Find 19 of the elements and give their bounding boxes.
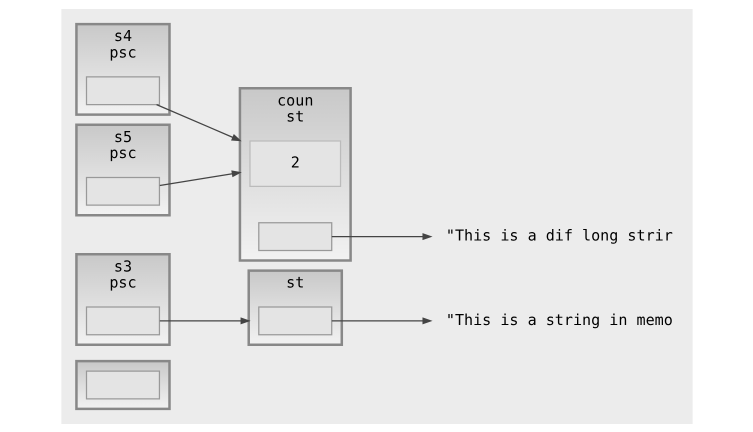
cluster: s4 psc [74,22,170,116]
cluster: st [246,268,343,346]
node-box [258,222,332,251]
node-box: 2 [248,140,341,186]
cluster: s3 psc [74,252,170,346]
node-text: "This is a string in memo [445,310,672,328]
cluster: s5 psc [74,122,170,216]
arrow [159,170,242,186]
node-box [85,370,160,399]
node-text: "This is a dif long strir [445,226,672,244]
node-box [258,306,332,335]
arrow [159,316,250,324]
arrow [331,316,432,324]
arrow [331,232,432,240]
arrow [156,104,242,141]
node-box [85,306,160,335]
node-box [85,76,160,105]
node-box [85,176,160,206]
cluster [74,359,170,410]
